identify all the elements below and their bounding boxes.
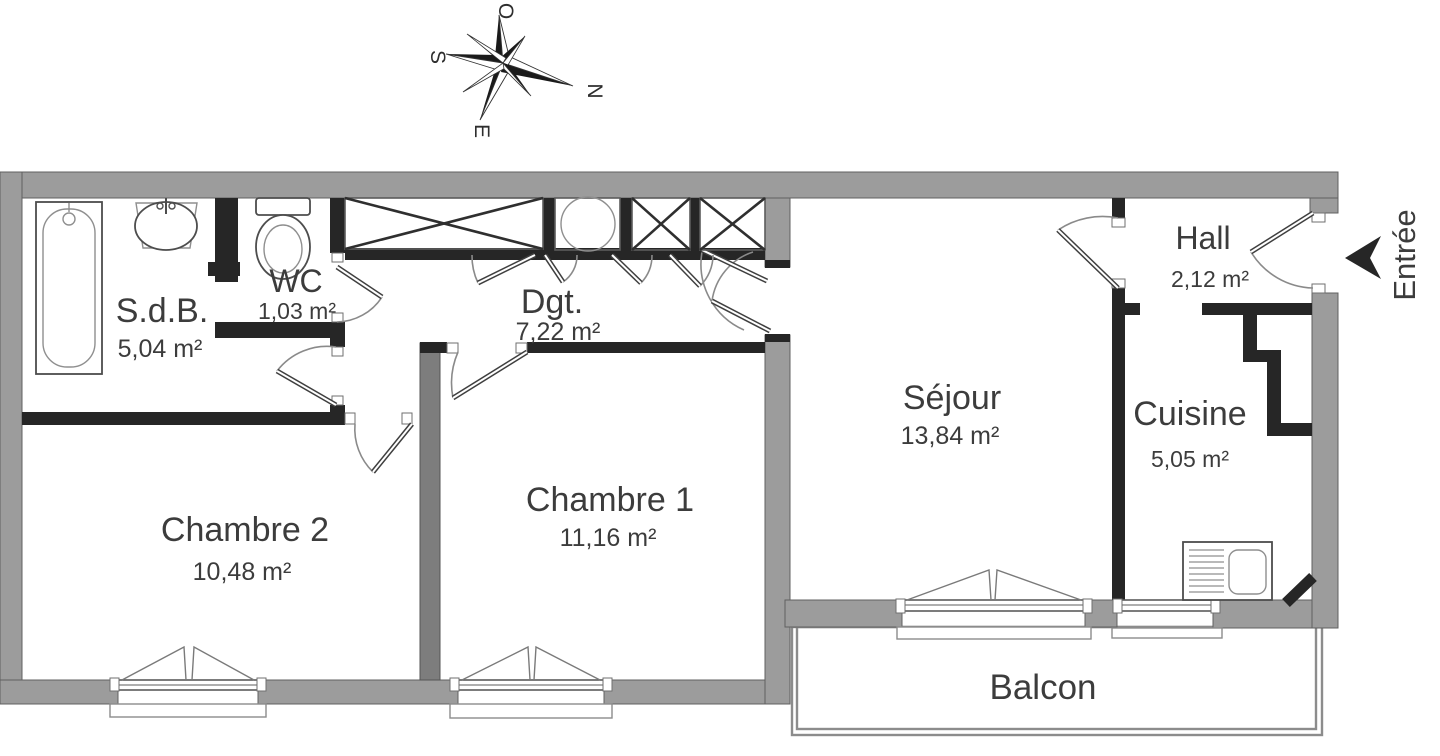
window-sill: [449, 703, 613, 719]
entrance-marker: Entrée: [1345, 209, 1422, 301]
door-jambs: [331, 212, 1326, 425]
washing-machine-bay: [554, 197, 621, 251]
room-label-wc: WC 1,03 m²: [258, 263, 336, 324]
closet-right: [699, 197, 766, 251]
fixtures: [35, 196, 1273, 601]
room-name: Chambre 1: [526, 481, 694, 519]
wall-top: [0, 171, 1339, 199]
kitchen-corner-flue: [1282, 573, 1317, 607]
window-chambre1: [449, 645, 613, 719]
chambre1-door: [450, 349, 529, 401]
room-name: Chambre 2: [161, 511, 329, 549]
room-area: 2,12 m²: [1171, 266, 1249, 292]
wc-door: [335, 264, 384, 323]
sdb-door: [275, 345, 338, 408]
window-sill: [896, 626, 1092, 640]
compass-label-east: E: [470, 124, 493, 138]
kitchen-sink: [1182, 541, 1273, 601]
window-sejour: [895, 569, 1093, 640]
room-area: 13,84 m²: [901, 422, 1000, 450]
room-area: 5,04 m²: [118, 335, 203, 363]
compass-rose: O S N E: [426, 3, 606, 138]
room-name: Séjour: [903, 379, 1001, 417]
room-area: 5,05 m²: [1151, 446, 1229, 472]
closet-mid: [631, 197, 691, 251]
room-label-sejour: Séjour 13,84 m²: [901, 379, 1001, 450]
window-cuisine: [1111, 598, 1223, 639]
entrance-top-jamb-block: [1309, 197, 1339, 214]
sejour-door: [1056, 215, 1120, 290]
compass-label-south: S: [426, 50, 449, 64]
compass-star: [445, 14, 574, 121]
entrance-label: Entrée: [1387, 209, 1422, 300]
room-name: WC: [269, 263, 322, 299]
compass-label-west: O: [494, 3, 517, 19]
closet-run: [344, 196, 766, 252]
room-name: Cuisine: [1133, 395, 1246, 433]
entrance-door: [1249, 210, 1315, 289]
closet-doors: [471, 252, 714, 288]
room-label-dgt: Dgt. 7,22 m²: [516, 283, 601, 346]
room-name: Dgt.: [521, 283, 583, 321]
compass-label-north: N: [583, 83, 606, 98]
corridor-sejour-doors: [700, 247, 772, 334]
partition-walls: [22, 198, 1317, 607]
room-label-sdb: S.d.B. 5,04 m²: [116, 292, 209, 363]
room-label-cuisine: Cuisine 5,05 m²: [1133, 395, 1246, 472]
window-sill: [1111, 627, 1223, 639]
bathroom-sink: [134, 198, 198, 251]
room-area: 10,48 m²: [193, 558, 292, 586]
closet-large: [344, 197, 544, 250]
room-area: 7,22 m²: [516, 318, 601, 346]
wall-left: [0, 171, 23, 705]
room-area: 11,16 m²: [560, 524, 657, 552]
windows: [109, 569, 1223, 719]
room-label-hall: Hall 2,12 m²: [1171, 220, 1249, 292]
toilet: [255, 197, 311, 280]
wall-right: [1311, 292, 1339, 629]
room-area: 1,03 m²: [258, 298, 336, 324]
bathtub: [35, 201, 103, 375]
outer-walls: [0, 171, 1339, 705]
room-label-chambre2: Chambre 2 10,48 m²: [161, 511, 329, 586]
doors: [275, 210, 1315, 474]
room-name: Hall: [1175, 220, 1230, 256]
chambre2-door: [354, 422, 414, 474]
room-label-balcon: Balcon: [989, 668, 1096, 707]
window-chambre2: [109, 645, 267, 718]
wall-bedroom-divider: [419, 342, 441, 681]
window-sill: [109, 703, 267, 718]
entrance-arrow-icon: [1345, 236, 1381, 279]
room-name: S.d.B.: [116, 292, 209, 330]
room-name: Balcon: [989, 668, 1096, 707]
room-labels: S.d.B. 5,04 m² WC 1,03 m² Dgt. 7,22 m² H…: [116, 220, 1250, 707]
washing-machine: [560, 196, 616, 252]
room-label-chambre1: Chambre 1 11,16 m²: [526, 481, 694, 552]
